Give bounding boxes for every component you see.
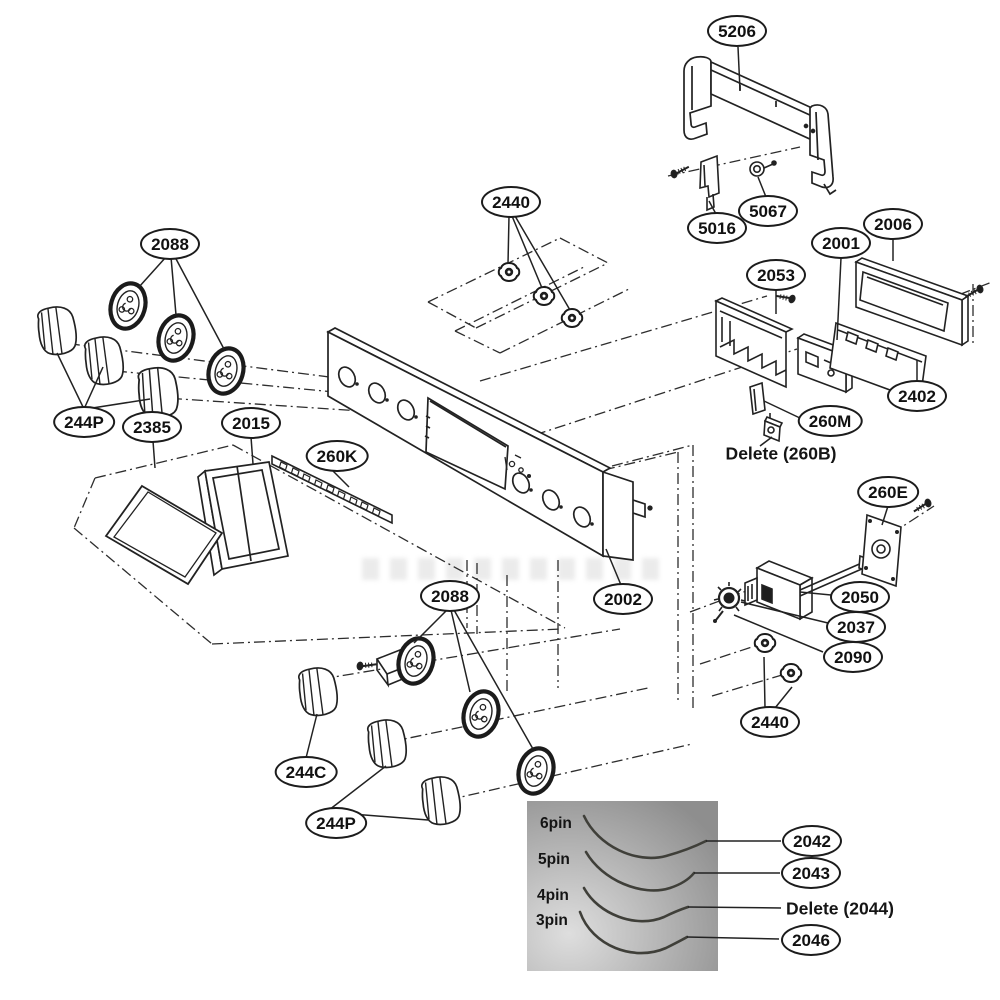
wire-harness-inset <box>527 801 782 971</box>
part-2440-nuts-bottom <box>753 633 803 683</box>
part-260E-bracket <box>861 497 933 588</box>
part-244P-knobs-top <box>33 303 182 421</box>
part-2015-frame <box>197 461 290 577</box>
wire-5pin <box>584 850 696 892</box>
part-5067-grommet <box>749 160 777 177</box>
part-2050-assembly <box>744 554 877 621</box>
part-2088-rings-top <box>105 279 248 398</box>
watermark <box>362 558 682 584</box>
wire-6pin <box>582 814 708 860</box>
wire-3pin <box>578 910 689 955</box>
part-2006-display-board <box>854 257 985 347</box>
part-2002-control-panel <box>326 327 653 561</box>
part-2053-support-frame <box>714 297 794 389</box>
part-260B-switch <box>763 413 784 443</box>
part-2440-nuts-top <box>497 262 584 328</box>
part-5016-bracket <box>669 154 720 212</box>
part-2088-rings-bottom <box>393 634 558 798</box>
wire-4pin <box>582 886 690 923</box>
part-2385-glass <box>104 484 224 586</box>
part-260K-strip <box>271 454 393 525</box>
part-244C-244P-knobs-bottom <box>294 664 465 829</box>
part-260M-bracket <box>749 381 766 416</box>
leader-lines <box>56 46 918 821</box>
part-2037-gear <box>713 582 746 623</box>
